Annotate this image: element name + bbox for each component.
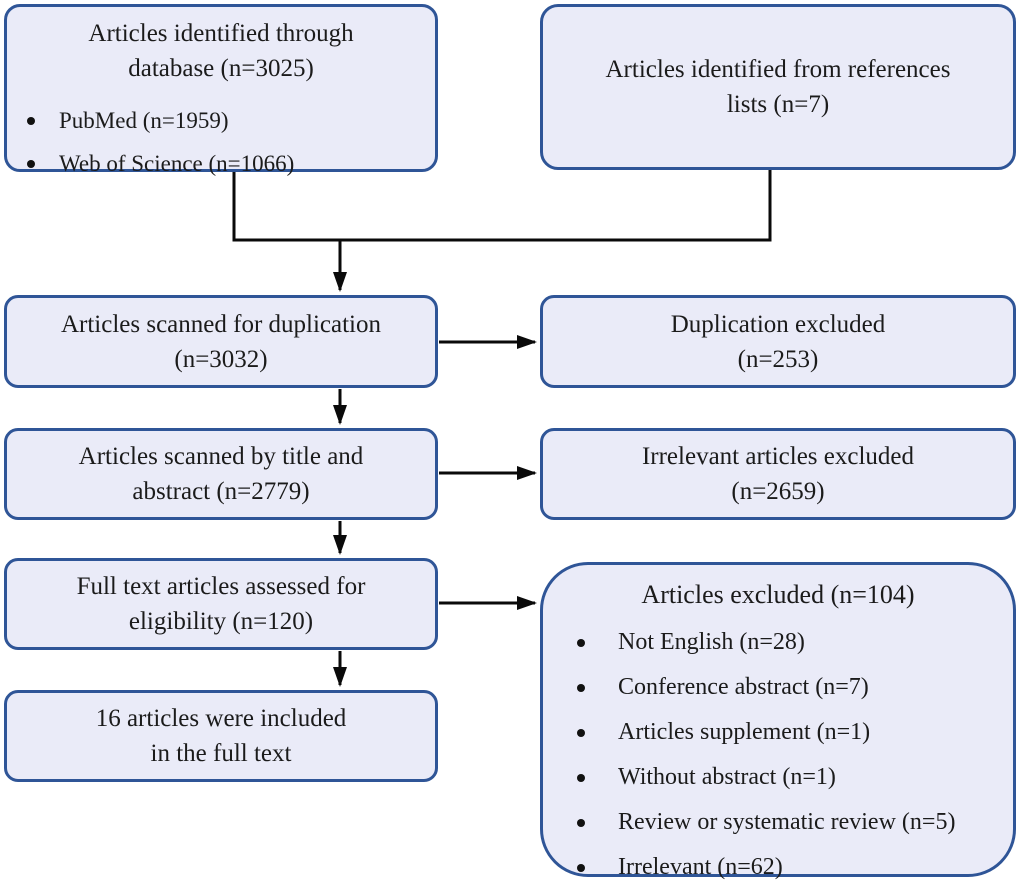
bullet-dot-icon (577, 683, 585, 692)
included-articles-box: 16 articles were included in the full te… (4, 690, 438, 782)
articles-excluded-title: Articles excluded (n=104) (641, 580, 915, 609)
list-item: Without abstract (n=1) (543, 755, 1013, 800)
duplication-excluded-box: Duplication excluded (n=253) (540, 295, 1016, 388)
box-text-line: Articles scanned for duplication (60, 310, 382, 338)
bullet-dot-icon (577, 638, 585, 647)
box-text-line: eligibility (n=120) (128, 608, 314, 635)
bullet-label: Articles supplement (n=1) (618, 719, 871, 745)
box-text-line: abstract (n=2779) (132, 478, 310, 505)
list-item: Not English (n=28) (543, 620, 1013, 665)
full-text-assessed-box: Full text articles assessed for eligibil… (4, 558, 438, 650)
bullet-dot-icon (577, 773, 585, 782)
box-text-line: Duplication excluded (670, 310, 886, 338)
database-sources-list: PubMed (n=1959) Web of Science (n=1066) (7, 99, 435, 185)
bullet-dot-icon (577, 863, 585, 872)
list-item: Web of Science (n=1066) (7, 142, 435, 185)
bullet-label: Without abstract (n=1) (618, 764, 836, 790)
duplication-scan-box: Articles scanned for duplication (n=3032… (4, 295, 438, 388)
list-item: PubMed (n=1959) (7, 99, 435, 142)
box-text-line: Articles identified through (88, 20, 354, 47)
title-abstract-scan-box: Articles scanned by title and abstract (… (4, 428, 438, 520)
box-text-line: lists (n=7) (726, 91, 830, 118)
box-text-line: in the full text (150, 740, 292, 767)
list-item: Conference abstract (n=7) (543, 665, 1013, 710)
box-text-line: (n=3032) (174, 345, 268, 373)
database-identified-box: Articles identified through database (n=… (4, 4, 438, 176)
bullet-label: Conference abstract (n=7) (618, 674, 869, 700)
box-text-line: Full text articles assessed for (76, 573, 366, 600)
box-text-line: Irrelevant articles excluded (641, 443, 915, 470)
bullet-dot-icon (577, 728, 585, 737)
database-identified-title: Articles identified through database (n=… (7, 7, 435, 86)
box-text-line: database (n=3025) (128, 55, 314, 82)
articles-excluded-box: Articles excluded (n=104) Not English (n… (540, 562, 1016, 880)
list-item: Irrelevant (n=62) (543, 845, 1013, 886)
bullet-dot-icon (27, 159, 35, 168)
bullet-label: Web of Science (n=1066) (59, 151, 295, 176)
bullet-label: PubMed (n=1959) (59, 108, 229, 133)
box-text-line: (n=253) (737, 345, 819, 373)
bullet-label: Irrelevant (n=62) (618, 854, 783, 880)
box-text-line: Articles scanned by title and (78, 443, 364, 470)
bullet-label: Not English (n=28) (618, 629, 805, 655)
box-text-line: Articles identified from references (605, 56, 951, 83)
irrelevant-excluded-box: Irrelevant articles excluded (n=2659) (540, 428, 1016, 520)
bullet-dot-icon (27, 116, 35, 125)
bullet-label: Review or systematic review (n=5) (618, 809, 956, 835)
box-text-line: (n=2659) (731, 478, 825, 505)
references-identified-box: Articles identified from references list… (540, 4, 1016, 170)
box-text-line: 16 articles were included (95, 705, 347, 732)
exclusion-reasons-list: Not English (n=28) Conference abstract (… (543, 620, 1013, 886)
list-item: Articles supplement (n=1) (543, 710, 1013, 755)
bullet-dot-icon (577, 818, 585, 827)
list-item: Review or systematic review (n=5) (543, 800, 1013, 845)
